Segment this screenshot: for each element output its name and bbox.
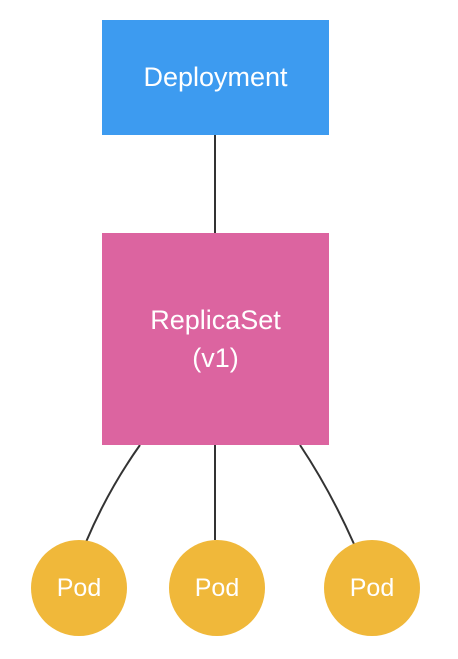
connector-replicaset-pod-3 xyxy=(299,444,355,545)
pod-label: Pod xyxy=(349,573,395,602)
replicaset-label: ReplicaSet xyxy=(150,305,281,335)
pod-node-1: Pod xyxy=(31,540,127,636)
connector-replicaset-pod-1 xyxy=(85,444,141,543)
replicaset-node: ReplicaSet (v1) xyxy=(102,233,329,445)
pod-label: Pod xyxy=(194,573,240,602)
deployment-label: Deployment xyxy=(143,62,288,92)
pod-node-3: Pod xyxy=(324,540,420,636)
pod-label: Pod xyxy=(56,573,102,602)
replicaset-version: (v1) xyxy=(192,343,239,373)
deployment-node: Deployment xyxy=(102,20,329,135)
pod-node-2: Pod xyxy=(169,540,265,636)
